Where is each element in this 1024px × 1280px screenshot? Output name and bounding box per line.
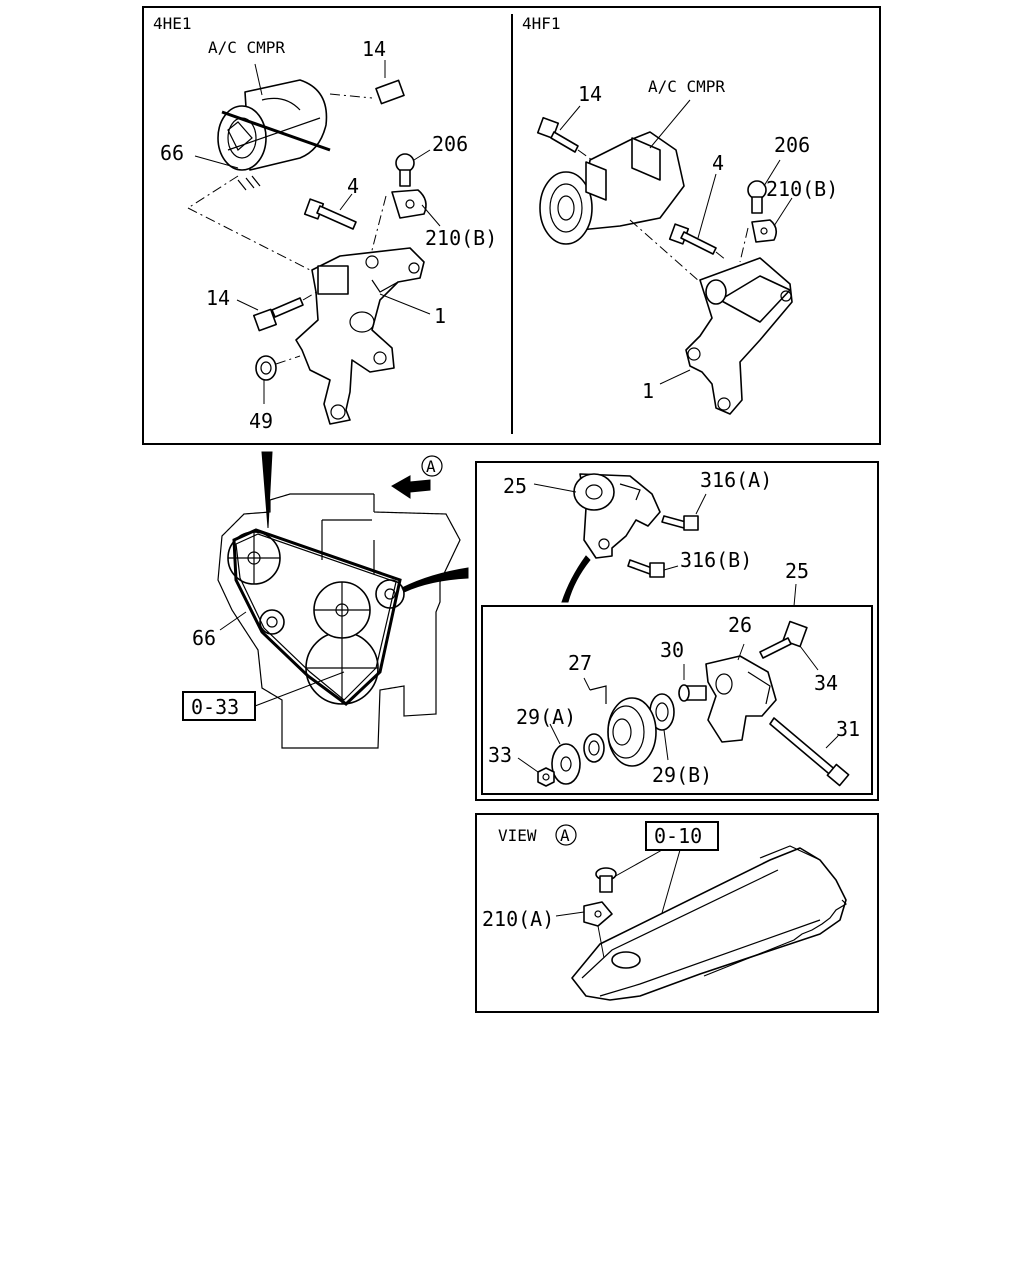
bearing-29a [583,733,605,763]
idler-pulley-left [259,609,285,635]
reference-box-0-10[interactable]: 0-10 [645,821,719,851]
bolt-14-upper [375,60,405,105]
clip-210a [555,901,613,959]
callout-66-4he1: 66 [160,141,184,165]
callout-14-upper: 14 [362,37,386,61]
water-pump-pulley [313,581,371,639]
idler-pulley-27 [583,677,657,767]
view-a-panel-frame [475,813,879,1013]
view-a-marker: A [560,826,570,845]
clip-210b-4hf1 [739,197,793,263]
rocker-cover [571,845,847,1001]
callout-29b: 29(B) [652,763,712,787]
tensioner-panel-frame [475,461,879,801]
pointer-flag-left [261,451,273,529]
bolt-316a [661,493,707,531]
nut-49 [255,355,301,404]
tensioner-assembly [533,473,661,559]
tensioner-bracket-26 [705,643,777,743]
callout-66-belt: 66 [192,626,216,650]
bracket-1-4he1 [295,247,431,425]
bolt-4 [303,193,357,230]
washer [549,723,581,785]
callout-25-upper: 25 [503,474,527,498]
ac-compressor-4hf1 [539,99,691,245]
callout-29a: 29(A) [516,705,576,729]
callout-27: 27 [568,651,592,675]
bolt-4-4hf1 [668,173,727,261]
bolt-34 [759,620,819,671]
top-panel-frame [142,6,881,445]
cover-bolt [595,867,617,893]
clip-210b [369,189,441,259]
callout-49: 49 [249,409,273,433]
engine-label-4he1: 4HE1 [153,14,192,33]
callout-210b-4hf1: 210(B) [766,177,838,201]
callout-31: 31 [836,717,860,741]
tensioner-exploded: 26 34 31 30 29(B) [488,613,860,787]
panel-4he1: 4HE1 A/C CMPR 14 206 66 [153,14,497,433]
callout-206-4hf1: 206 [774,133,810,157]
callout-1-4he1: 1 [434,304,446,328]
view-marker-a: A [426,457,436,476]
callout-34: 34 [814,671,838,695]
reference-0-10-label: 0-10 [654,824,702,848]
compressor-label-4hf1: A/C CMPR [648,77,725,96]
callout-316b: 316(B) [680,548,752,572]
callout-30: 30 [660,638,684,662]
callout-25-lower: 25 [785,559,809,583]
bolt-206 [395,149,431,187]
compressor-label-4he1: A/C CMPR [208,38,285,57]
panel-4hf1: 4HF1 A/C CMPR 14 206 [522,14,838,415]
view-a-arrow: A [391,455,443,499]
callout-210b-4he1: 210(B) [425,226,497,250]
callout-1-4hf1: 1 [642,379,654,403]
view-a-panel: VIEW A 0-10 210(A) [482,821,847,1001]
view-label: VIEW [498,826,537,845]
callout-4-4hf1: 4 [712,151,724,175]
nut-33 [517,757,555,787]
callout-210a: 210(A) [482,907,554,931]
belt-layout: A 66 0-33 [182,451,591,749]
callout-26: 26 [728,613,752,637]
callout-206: 206 [432,132,468,156]
tensioner-exploded-frame [481,605,873,795]
callout-4-4he1: 4 [347,174,359,198]
bolt-14-lower [236,289,321,332]
engine-label-4hf1: 4HF1 [522,14,561,33]
bracket-1-4hf1 [659,257,793,415]
spacer-30 [678,664,707,702]
callout-316a: 316(A) [700,468,772,492]
bolt-14-4hf1 [536,105,593,161]
callout-14-lower: 14 [206,286,230,310]
bolt-31 [769,717,850,787]
ac-compressor-4he1 [217,63,331,171]
pointer-flag-right [401,567,469,593]
reference-0-33-label: 0-33 [191,695,239,719]
crankshaft-pulley [305,631,379,705]
reference-box-0-33[interactable]: 0-33 [182,691,256,721]
compressor-pulley [227,531,281,585]
pointer-flag-tensioner [561,555,591,603]
bolt-206-4hf1 [747,159,781,214]
callout-33: 33 [488,743,512,767]
callout-14-4hf1: 14 [578,82,602,106]
bolt-316b [627,559,679,578]
